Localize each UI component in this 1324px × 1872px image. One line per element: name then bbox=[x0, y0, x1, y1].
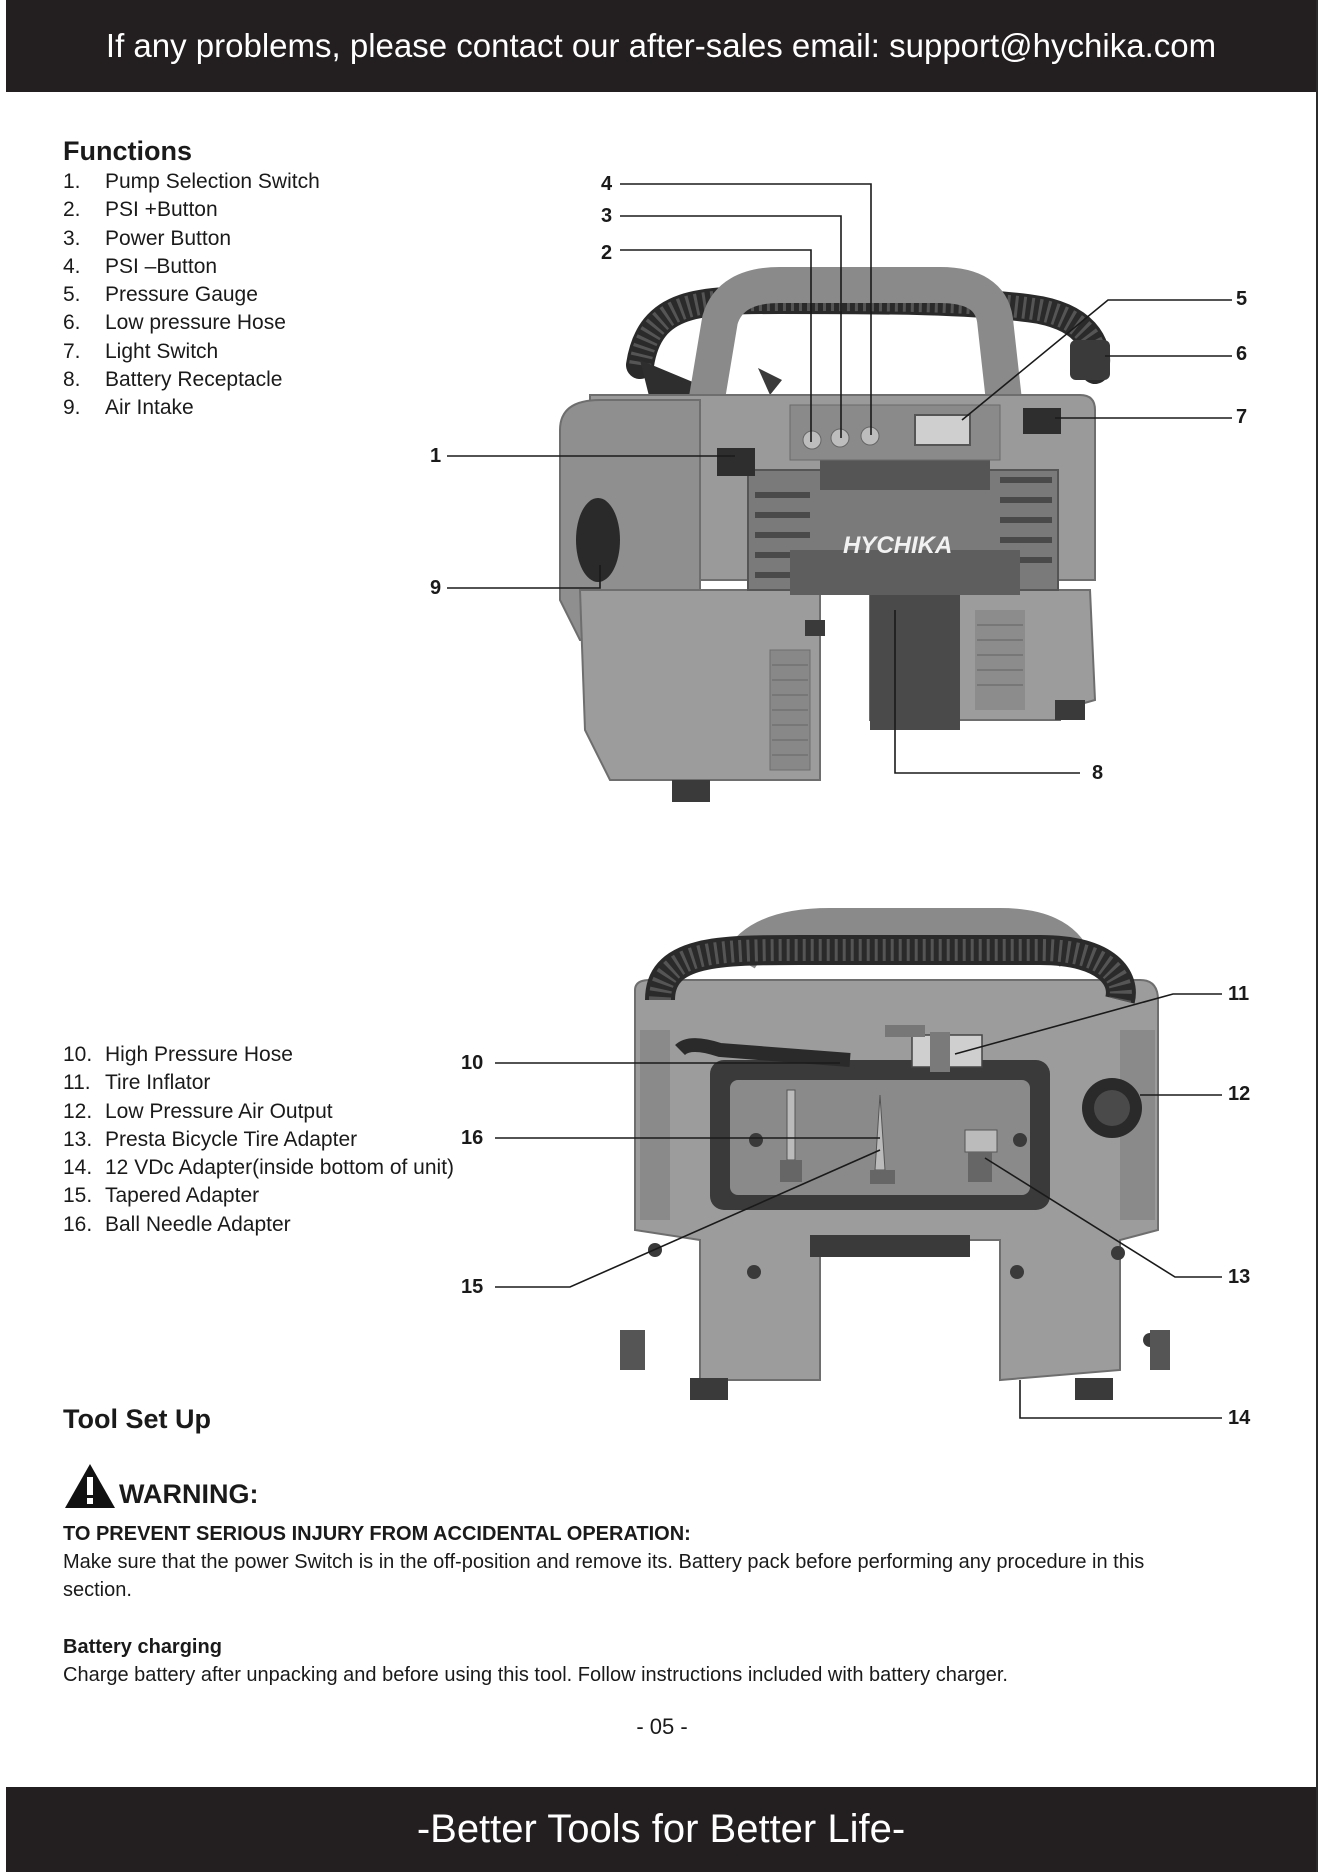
compressor-back-illustration bbox=[620, 908, 1170, 1400]
accessories-list: 10.High Pressure Hose 11.Tire Inflator 1… bbox=[63, 1041, 454, 1239]
warning-triangle-icon bbox=[65, 1464, 115, 1508]
callout-14: 14 bbox=[1228, 1407, 1251, 1429]
callout-6: 6 bbox=[1236, 343, 1248, 365]
footer-banner: -Better Tools for Better Life- bbox=[6, 1787, 1316, 1872]
list-item: 14.12 VDc Adapter(inside bottom of unit) bbox=[63, 1156, 455, 1180]
callout-5: 5 bbox=[1236, 288, 1248, 310]
list-item: 7.Light Switch bbox=[63, 339, 219, 363]
compressor-front-illustration: HYCHIKA bbox=[559, 267, 1111, 802]
list-item: 13.Presta Bicycle Tire Adapter bbox=[63, 1127, 358, 1151]
callout-lines-top bbox=[447, 183, 1232, 774]
header-banner: If any problems, please contact our afte… bbox=[6, 0, 1316, 92]
caution-heading: TO PREVENT SERIOUS INJURY FROM ACCIDENTA… bbox=[63, 1523, 691, 1545]
callout-7: 7 bbox=[1236, 406, 1248, 428]
callout-3: 3 bbox=[601, 205, 613, 227]
callout-11: 11 bbox=[1228, 983, 1250, 1005]
warning-row: WARNING: bbox=[63, 1462, 258, 1510]
callout-12: 12 bbox=[1228, 1083, 1251, 1105]
callout-9: 9 bbox=[430, 577, 442, 599]
functions-title: Functions bbox=[63, 136, 192, 166]
callout-lines-bottom bbox=[495, 993, 1222, 1419]
caution-text-line-2: section. bbox=[63, 1579, 132, 1601]
callout-16: 16 bbox=[461, 1127, 484, 1149]
brand-logo: HYCHIKA bbox=[843, 532, 952, 559]
list-item: 11.Tire Inflator bbox=[63, 1071, 211, 1095]
list-item: 2.PSI +Button bbox=[63, 198, 218, 222]
setup-title: Tool Set Up bbox=[63, 1404, 211, 1434]
list-item: 12.Low Pressure Air Output bbox=[63, 1099, 333, 1123]
caution-text-line-1: Make sure that the power Switch is in th… bbox=[63, 1551, 1145, 1573]
list-item: 3.Power Button bbox=[63, 226, 232, 250]
list-item: 8.Battery Receptacle bbox=[63, 368, 283, 392]
list-item: 9.Air Intake bbox=[63, 396, 194, 420]
functions-list: 1.Pump Selection Switch 2.PSI +Button 3.… bbox=[63, 168, 320, 423]
list-item: 15.Tapered Adapter bbox=[63, 1184, 260, 1208]
warning-label: WARNING: bbox=[119, 1479, 259, 1509]
battery-heading: Battery charging bbox=[63, 1636, 222, 1658]
list-item: 1.Pump Selection Switch bbox=[63, 170, 320, 193]
list-item: 16.Ball Needle Adapter bbox=[63, 1212, 291, 1236]
callout-15: 15 bbox=[461, 1276, 484, 1298]
list-item: 4.PSI –Button bbox=[63, 254, 218, 278]
callout-2: 2 bbox=[601, 242, 613, 264]
list-item: 6.Low pressure Hose bbox=[63, 311, 286, 335]
callout-10: 10 bbox=[461, 1052, 484, 1074]
callout-13: 13 bbox=[1228, 1266, 1251, 1288]
list-item: 5.Pressure Gauge bbox=[63, 283, 258, 307]
callout-8: 8 bbox=[1092, 762, 1104, 784]
page-frame bbox=[4, 0, 1318, 1872]
callout-4: 4 bbox=[601, 173, 613, 195]
page-number: - 05 - bbox=[636, 1714, 688, 1739]
list-item: 10.High Pressure Hose bbox=[63, 1043, 293, 1066]
callout-1: 1 bbox=[430, 445, 442, 467]
battery-text: Charge battery after unpacking and befor… bbox=[63, 1664, 1008, 1686]
